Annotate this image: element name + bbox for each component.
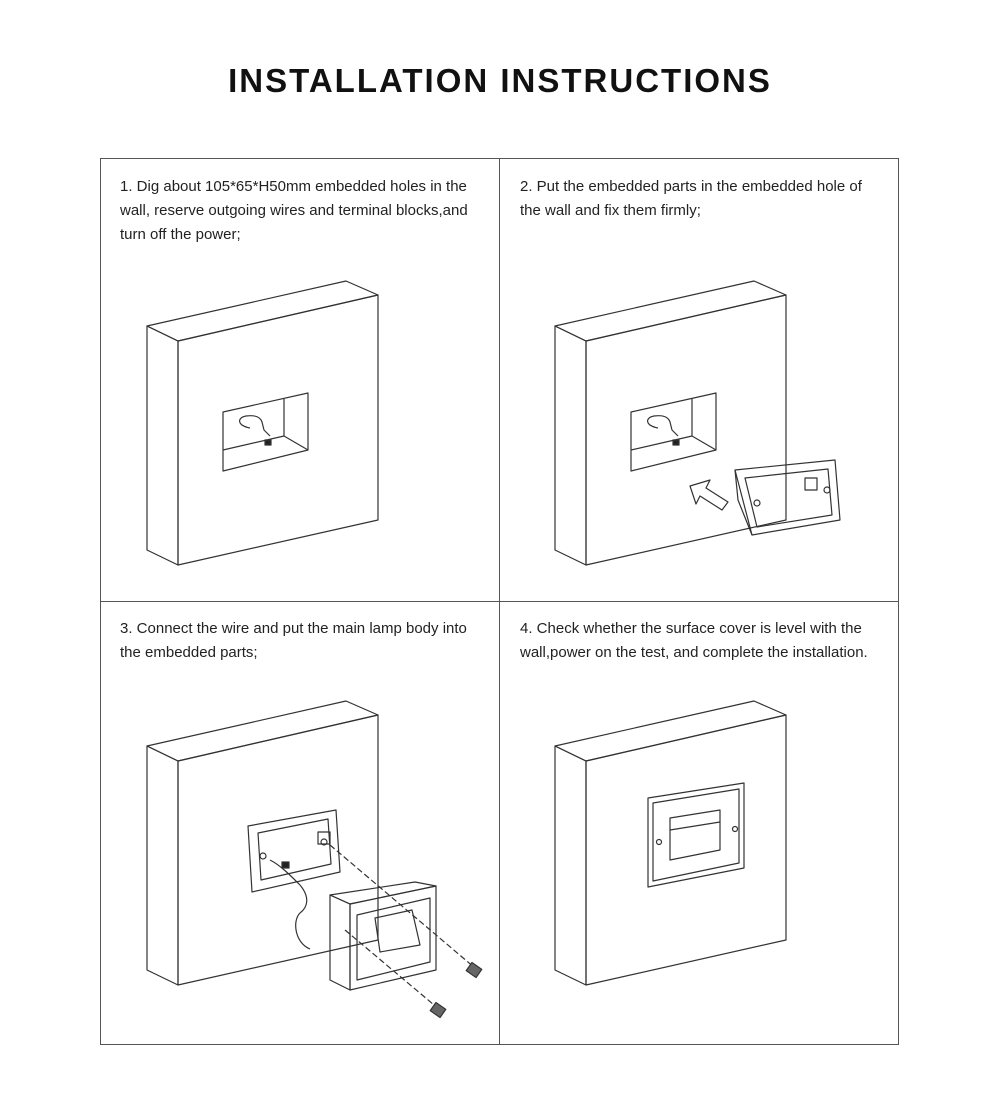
step-2-illustration [554, 280, 787, 566]
lamp-body [329, 844, 476, 1011]
step-1-illustration [146, 280, 379, 566]
screw-icon [465, 961, 483, 979]
step-3-text: 3. Connect the wire and put the main lam… [120, 620, 467, 661]
step-3-illustration [146, 700, 379, 986]
page-title: INSTALLATION INSTRUCTIONS [228, 62, 772, 99]
surface-cover [647, 782, 745, 888]
embedded-box [734, 459, 841, 536]
screw-icon [429, 1001, 447, 1019]
step-1-text: 1. Dig about 105*65*H50mm embedded holes… [120, 178, 468, 243]
step-2-text: 2. Put the embedded parts in the embedde… [520, 178, 862, 219]
embedded-box [247, 809, 341, 950]
arrow-icon [689, 479, 729, 511]
step-4-text: 4. Check whether the surface cover is le… [520, 620, 868, 661]
divider [100, 601, 899, 602]
